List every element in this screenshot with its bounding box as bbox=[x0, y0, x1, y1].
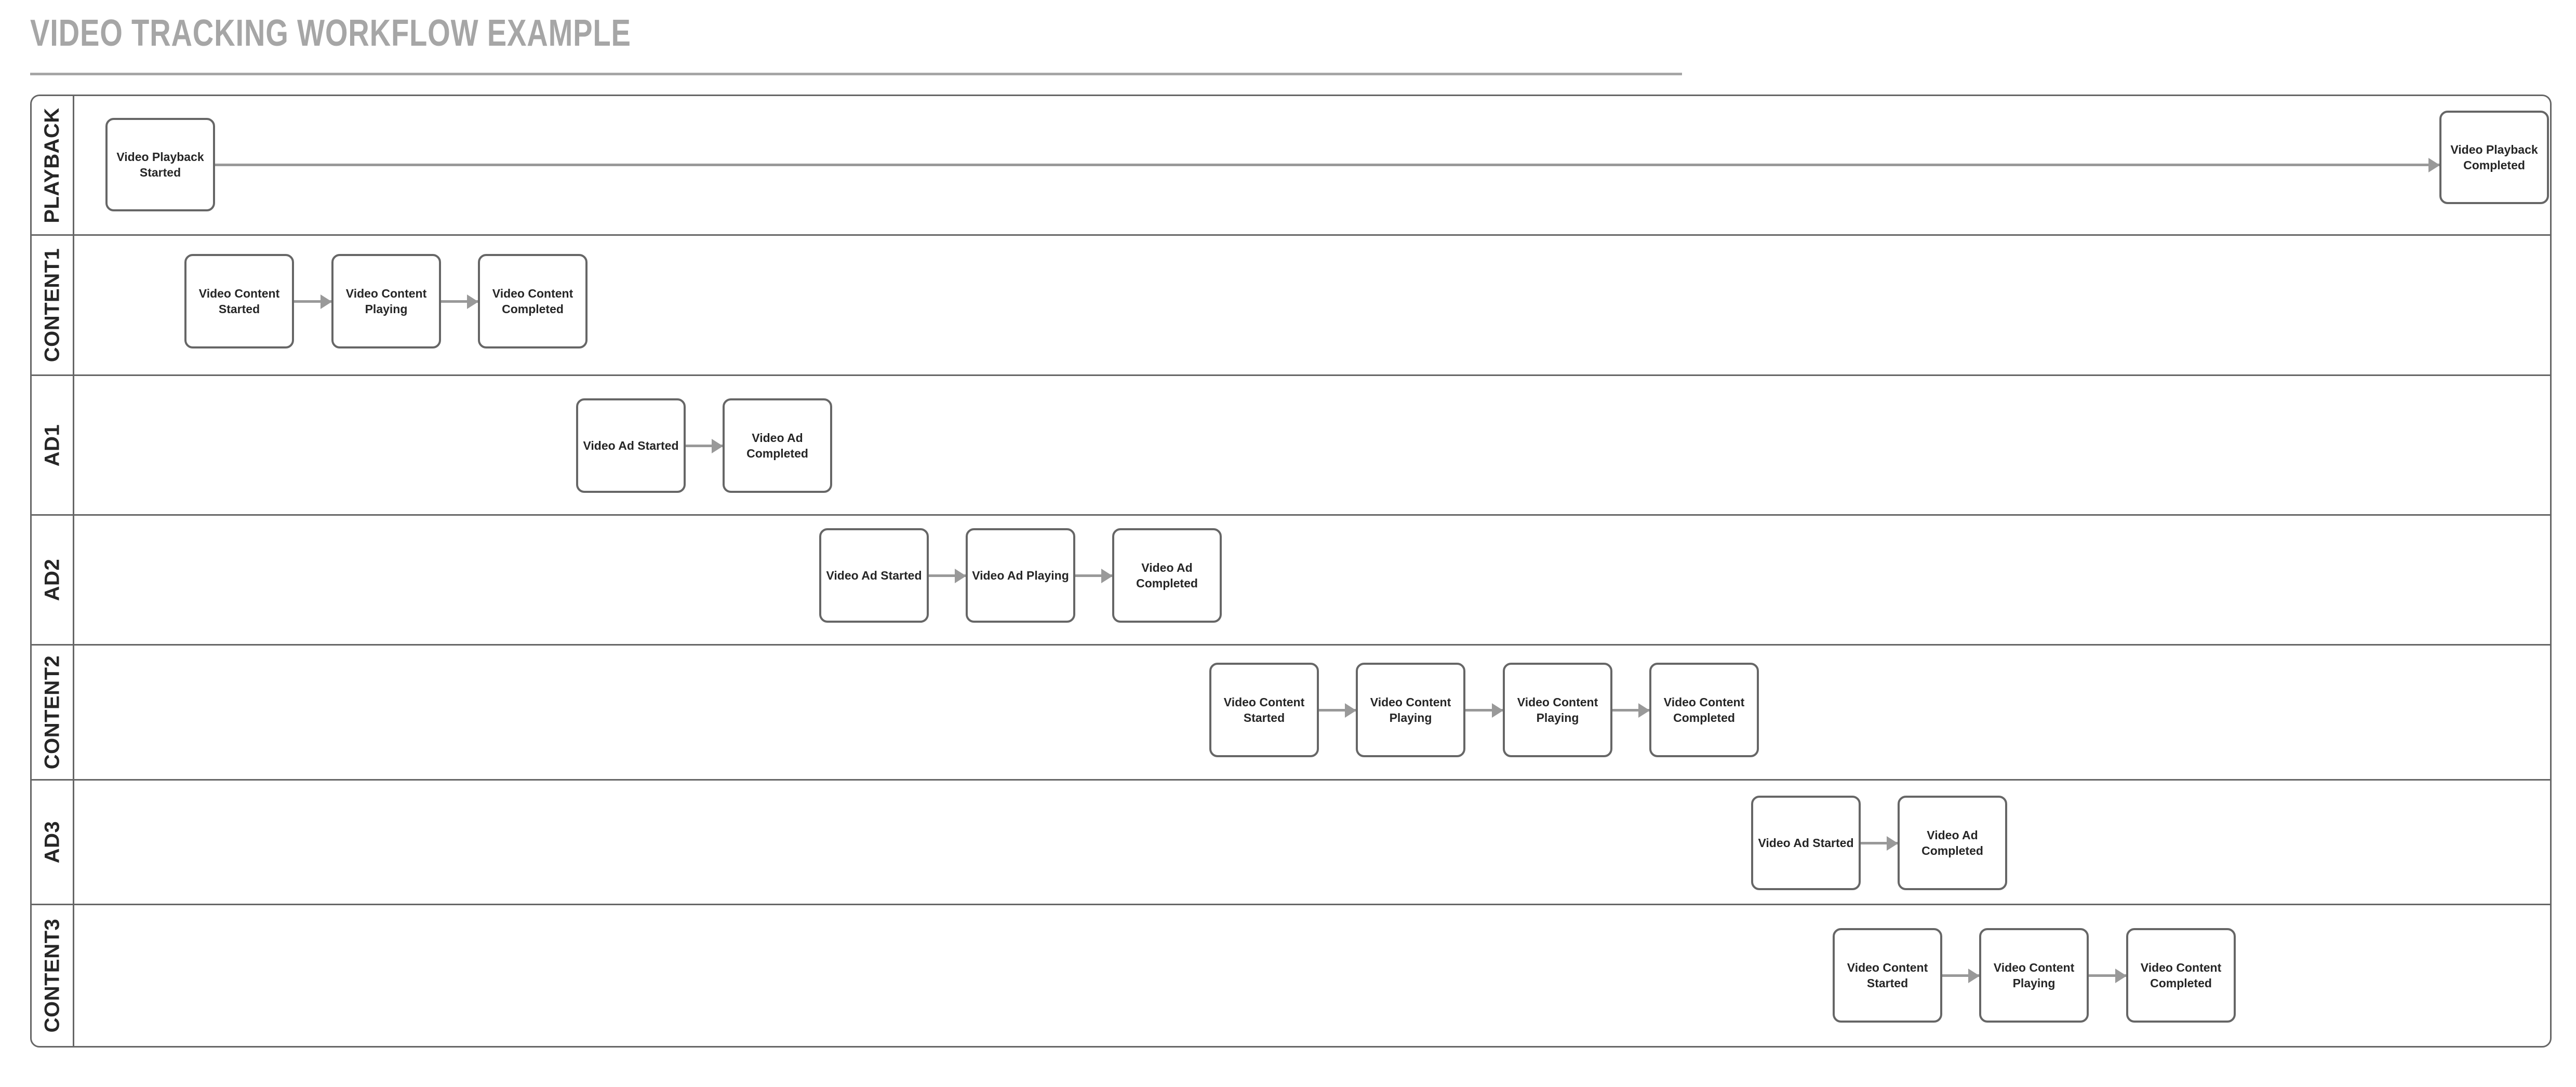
workflow-node-label: Video Content Completed bbox=[492, 286, 573, 316]
swimlane-label-ad3: AD3 bbox=[32, 781, 74, 904]
connector-arrow bbox=[1319, 703, 1356, 718]
workflow-node[interactable]: Video Content Playing bbox=[1356, 663, 1465, 757]
arrowhead-icon bbox=[1101, 568, 1113, 583]
swimlane-body-ad2: Video Ad Started Video Ad Playing Video Ad… bbox=[74, 516, 2550, 644]
workflow-node[interactable]: Video Playback Completed bbox=[2439, 111, 2549, 204]
swimlane-body-ad1: Video Ad Started Video Ad Completed bbox=[74, 376, 2550, 514]
workflow-node[interactable]: Video Ad Completed bbox=[723, 398, 832, 493]
arrowhead-icon bbox=[1887, 836, 1898, 851]
workflow-node[interactable]: Video Content Started bbox=[1833, 928, 1942, 1023]
workflow-node-label: Video Ad Started bbox=[583, 438, 679, 452]
title-divider bbox=[30, 73, 1682, 75]
arrowhead-icon bbox=[321, 294, 332, 309]
workflow-node-label: Video Content Playing bbox=[1370, 695, 1451, 724]
swimlane-body-content1: Video Content Started Video Content Playi… bbox=[74, 236, 2550, 374]
swimlane-label-text: AD2 bbox=[41, 558, 63, 601]
swimlane-label-playback: PLAYBACK bbox=[32, 96, 74, 234]
workflow-node-label: Video Content Playing bbox=[1993, 960, 2075, 990]
connector-arrow bbox=[1075, 568, 1113, 583]
arrowhead-icon bbox=[1492, 703, 1503, 718]
connector-arrow bbox=[1861, 836, 1898, 851]
connector-arrow bbox=[929, 568, 966, 583]
swimlane-ad3: AD3 Video Ad Started Video Ad Completed bbox=[30, 779, 2552, 904]
workflow-node[interactable]: Video Ad Started bbox=[1751, 796, 1861, 890]
workflow-node-label: Video Ad Started bbox=[826, 568, 922, 582]
connector-arrow bbox=[441, 294, 478, 309]
connector-arrow bbox=[686, 438, 723, 453]
workflow-node-label: Video Content Playing bbox=[345, 286, 427, 316]
arrowhead-icon bbox=[467, 294, 478, 309]
workflow-node[interactable]: Video Playback Started bbox=[105, 118, 215, 211]
page-title: VIDEO TRACKING WORKFLOW EXAMPLE bbox=[30, 12, 631, 54]
connector-arrow bbox=[294, 294, 332, 309]
swimlane-body-content3: Video Content Started Video Content Playi… bbox=[74, 905, 2550, 1046]
arrowhead-icon bbox=[2115, 968, 2127, 983]
title-block: VIDEO TRACKING WORKFLOW EXAMPLE bbox=[30, 15, 1682, 52]
swimlane-label-content1: CONTENT1 bbox=[32, 236, 74, 374]
swimlane-label-ad1: AD1 bbox=[32, 376, 74, 514]
arrowhead-icon bbox=[712, 438, 723, 453]
workflow-node[interactable]: Video Content Completed bbox=[2126, 928, 2236, 1023]
swimlane-label-text: AD3 bbox=[41, 821, 63, 864]
swimlane-label-text: CONTENT3 bbox=[41, 918, 64, 1033]
swimlane-label-content3: CONTENT3 bbox=[32, 905, 74, 1046]
connector-arrow bbox=[1612, 703, 1650, 718]
arrowhead-icon bbox=[1638, 703, 1650, 718]
connector-arrow bbox=[2089, 968, 2127, 983]
swimlane-body-playback: Video Playback Started Video Playback Com… bbox=[74, 96, 2550, 234]
connector-arrow bbox=[215, 157, 2440, 172]
workflow-node-label: Video Content Started bbox=[198, 286, 280, 316]
workflow-node-label: Video Playback Completed bbox=[2450, 142, 2538, 172]
workflow-node[interactable]: Video Ad Started bbox=[819, 528, 929, 623]
arrowhead-icon bbox=[2428, 157, 2440, 172]
workflow-node-label: Video Content Started bbox=[1847, 960, 1928, 990]
workflow-node-label: Video Content Started bbox=[1223, 695, 1305, 724]
workflow-node-label: Video Content Completed bbox=[1663, 695, 1745, 724]
workflow-node[interactable]: Video Ad Completed bbox=[1112, 528, 1222, 623]
workflow-node[interactable]: Video Content Started bbox=[1209, 663, 1319, 757]
arrowhead-icon bbox=[1345, 703, 1356, 718]
workflow-node[interactable]: Video Ad Completed bbox=[1898, 796, 2007, 890]
workflow-node[interactable]: Video Ad Playing bbox=[966, 528, 1075, 623]
swimlane-label-content2: CONTENT2 bbox=[32, 646, 74, 779]
swimlane-body-ad3: Video Ad Started Video Ad Completed bbox=[74, 781, 2550, 904]
swimlane-label-text: CONTENT1 bbox=[41, 248, 64, 363]
workflow-node-label: Video Ad Playing bbox=[972, 568, 1069, 582]
workflow-node[interactable]: Video Content Completed bbox=[478, 254, 588, 348]
workflow-node-label: Video Ad Completed bbox=[1136, 560, 1198, 590]
workflow-node[interactable]: Video Content Playing bbox=[331, 254, 441, 348]
connector-arrow bbox=[1942, 968, 1980, 983]
workflow-node[interactable]: Video Content Completed bbox=[1649, 663, 1759, 757]
workflow-node-label: Video Ad Completed bbox=[746, 431, 808, 460]
workflow-node[interactable]: Video Content Started bbox=[184, 254, 294, 348]
workflow-node-label: Video Playback Started bbox=[116, 150, 204, 179]
workflow-node-label: Video Ad Started bbox=[1758, 836, 1854, 850]
workflow-node-label: Video Content Playing bbox=[1517, 695, 1598, 724]
workflow-node[interactable]: Video Content Playing bbox=[1979, 928, 2089, 1023]
swimlane-label-text: AD1 bbox=[41, 424, 63, 466]
swimlane-label-text: PLAYBACK bbox=[41, 107, 63, 223]
swimlane-label-text: CONTENT2 bbox=[41, 655, 64, 770]
arrowhead-icon bbox=[955, 568, 966, 583]
swimlane-body-content2: Video Content Started Video Content Playi… bbox=[74, 646, 2550, 779]
workflow-node-label: Video Content Completed bbox=[2140, 960, 2222, 990]
workflow-node[interactable]: Video Content Playing bbox=[1503, 663, 1612, 757]
workflow-node-label: Video Ad Completed bbox=[1921, 828, 1983, 857]
connector-arrow bbox=[1465, 703, 1503, 718]
workflow-node[interactable]: Video Ad Started bbox=[576, 398, 686, 493]
swimlane-ad1: AD1 Video Ad Started Video Ad Completed bbox=[30, 374, 2552, 514]
arrowhead-icon bbox=[1968, 968, 1980, 983]
swimlane-label-ad2: AD2 bbox=[32, 516, 74, 644]
